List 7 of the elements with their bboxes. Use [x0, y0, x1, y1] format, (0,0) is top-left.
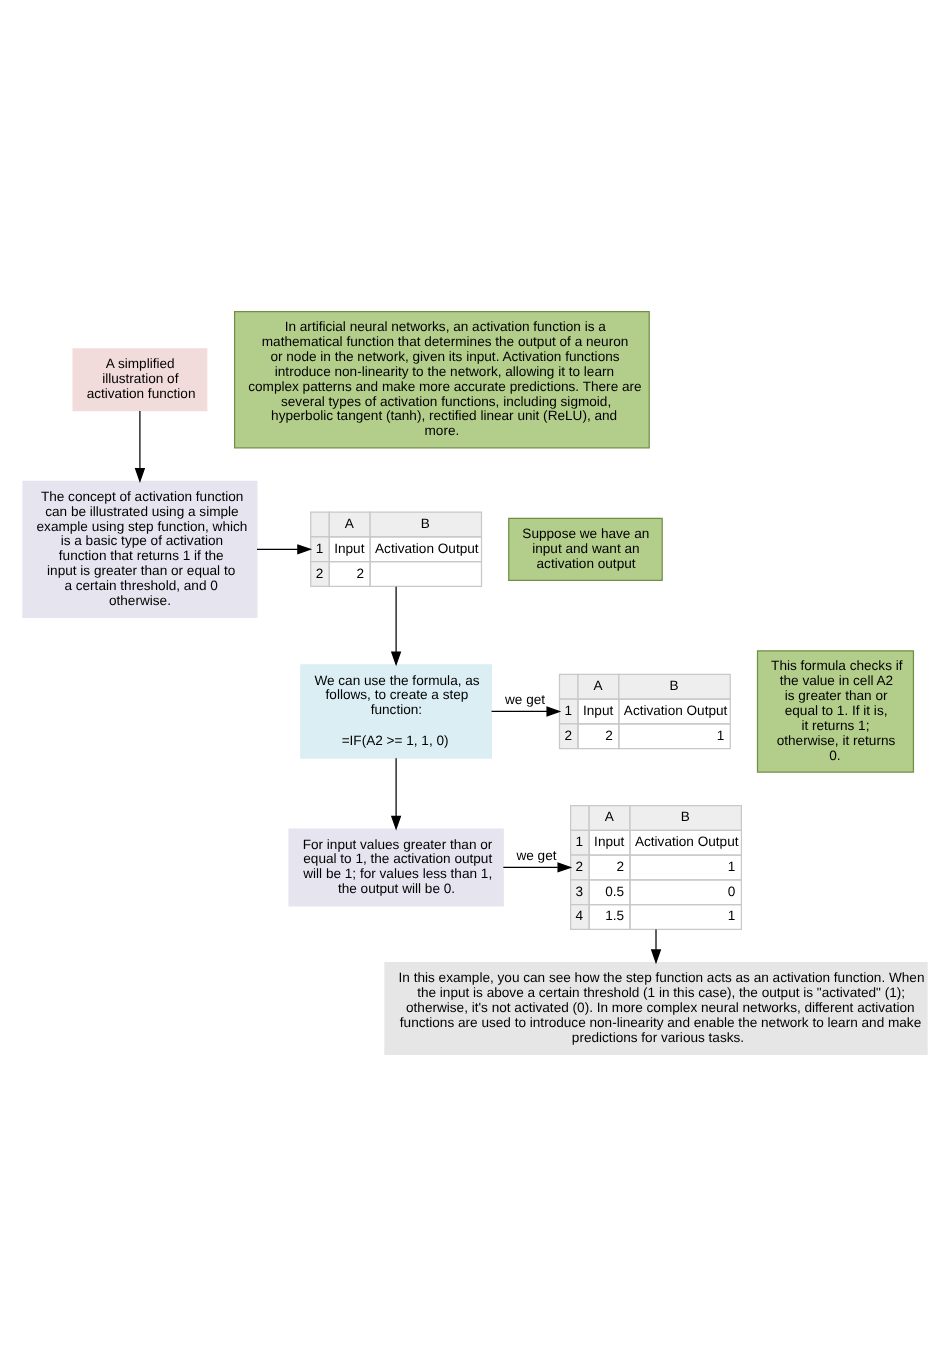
arrow	[489, 705, 561, 716]
arrow	[389, 756, 401, 830]
arrow	[649, 927, 661, 964]
arrow	[501, 861, 572, 872]
arrow	[255, 543, 312, 554]
arrow	[389, 585, 401, 666]
arrow	[133, 409, 145, 482]
